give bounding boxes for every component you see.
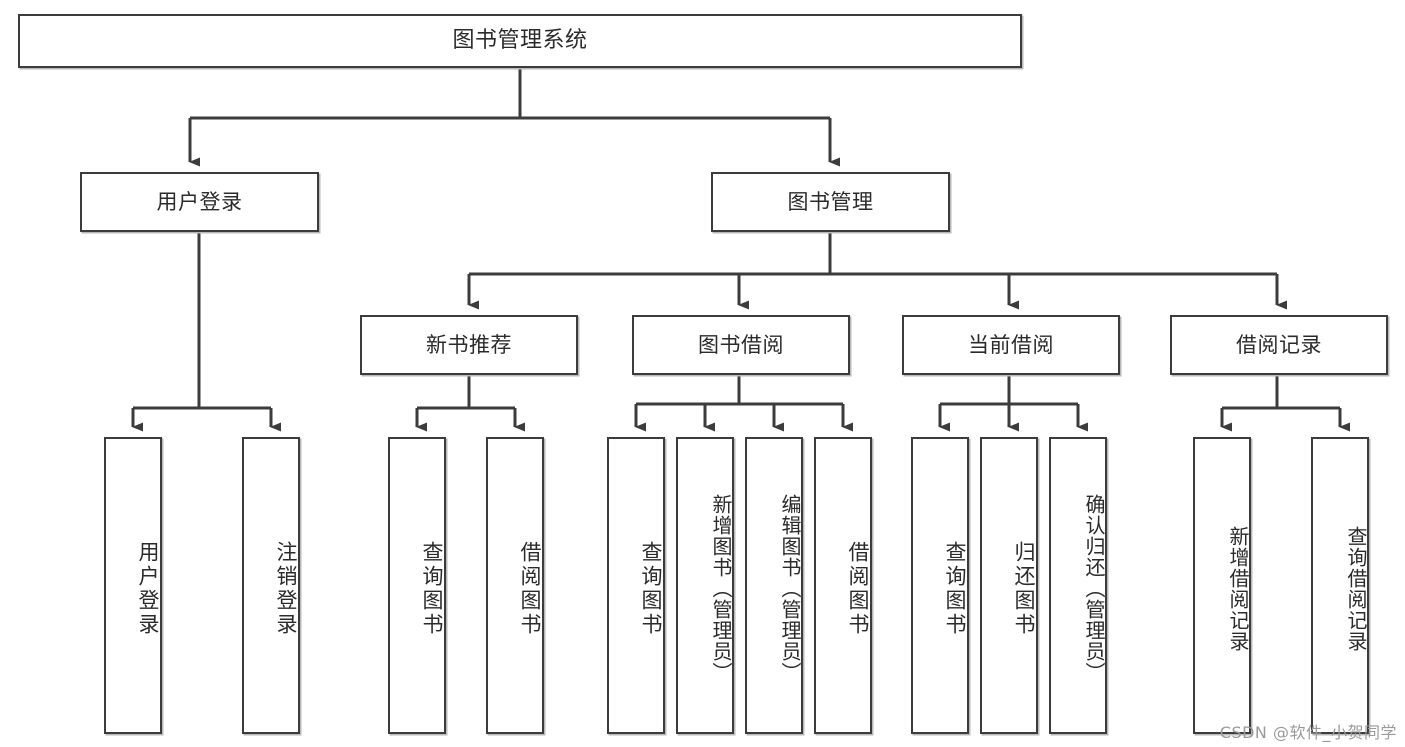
node-label: 查询图书 — [420, 540, 444, 637]
node-label: 归还图书 — [1012, 540, 1036, 637]
csdn-watermark: CSDN @软件_小贺同学 — [1219, 723, 1397, 742]
node-label: 借阅图书 — [518, 540, 542, 637]
node-label: 新增借阅记录 — [1226, 525, 1250, 652]
node-label: 图书借阅 — [698, 332, 784, 357]
node-label: 查询图书 — [943, 540, 967, 637]
leaf-add-borrow-record[interactable]: 新增借阅记录 — [1193, 437, 1251, 734]
leaf-user-login[interactable]: 用户登录 — [104, 437, 162, 734]
node-new-book-recommend[interactable]: 新书推荐 — [360, 315, 578, 375]
node-label: 借阅记录 — [1236, 332, 1322, 357]
node-book-management[interactable]: 图书管理 — [711, 172, 950, 232]
node-current-borrow[interactable]: 当前借阅 — [902, 315, 1120, 375]
leaf-add-book-admin[interactable]: 新增图书（管理员） — [676, 437, 734, 734]
node-label: 图书管理 — [787, 189, 874, 214]
leaf-query-book-current[interactable]: 查询图书 — [911, 437, 969, 734]
leaf-logout[interactable]: 注销登录 — [242, 437, 300, 734]
node-user-login[interactable]: 用户登录 — [80, 172, 319, 232]
node-label: 借阅图书 — [846, 540, 870, 637]
node-label: 新书推荐 — [426, 332, 512, 357]
node-label: 注销登录 — [274, 540, 298, 637]
node-label: 用户登录 — [156, 189, 243, 214]
node-label: 当前借阅 — [968, 332, 1054, 357]
node-label: 用户登录 — [136, 540, 160, 637]
leaf-query-book-recommend[interactable]: 查询图书 — [388, 437, 446, 734]
leaf-edit-book-admin[interactable]: 编辑图书（管理员） — [745, 437, 803, 734]
leaf-query-borrow-record[interactable]: 查询借阅记录 — [1311, 437, 1369, 734]
node-label: 确认归还（管理员） — [1082, 494, 1106, 683]
leaf-borrow-book[interactable]: 借阅图书 — [814, 437, 872, 734]
node-label: 图书管理系统 — [452, 28, 588, 54]
leaf-query-book-borrow[interactable]: 查询图书 — [607, 437, 665, 734]
node-borrow-record[interactable]: 借阅记录 — [1170, 315, 1388, 375]
node-label: 新增图书（管理员） — [709, 494, 733, 683]
leaf-borrow-book-recommend[interactable]: 借阅图书 — [486, 437, 544, 734]
node-label: 查询图书 — [639, 540, 663, 637]
node-label: 查询借阅记录 — [1344, 525, 1368, 652]
node-root-book-management-system[interactable]: 图书管理系统 — [18, 14, 1022, 68]
leaf-confirm-return-admin[interactable]: 确认归还（管理员） — [1049, 437, 1107, 734]
node-label: 编辑图书（管理员） — [778, 494, 802, 683]
node-book-borrow[interactable]: 图书借阅 — [632, 315, 850, 375]
leaf-return-book[interactable]: 归还图书 — [980, 437, 1038, 734]
